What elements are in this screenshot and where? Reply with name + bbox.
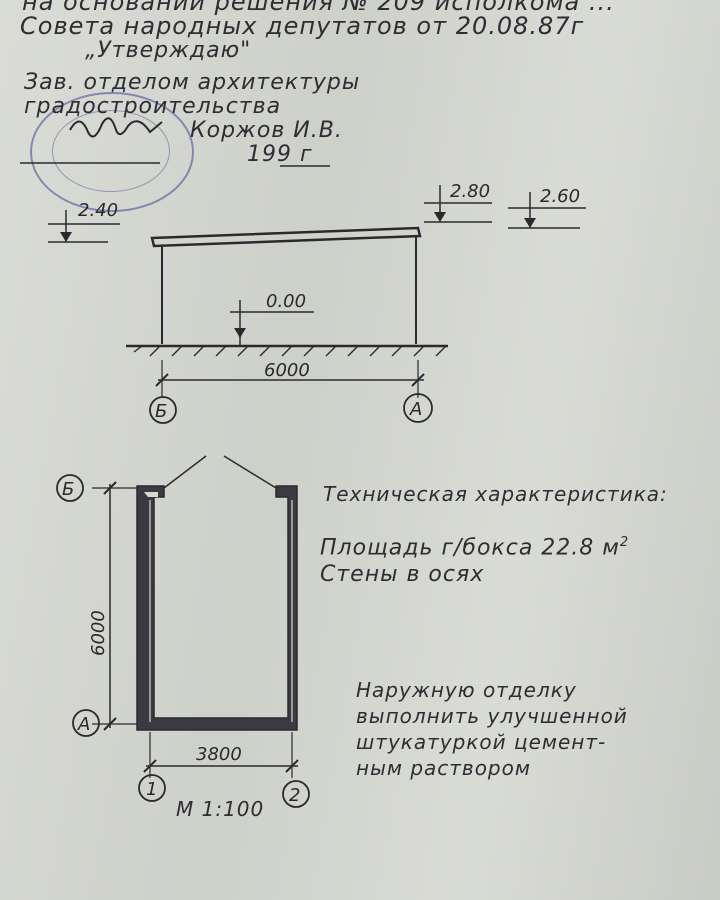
specs-title: Техническая характеристика: xyxy=(323,482,668,506)
stamp-inner-ring xyxy=(52,110,170,192)
approver-position-cont: градостроительства xyxy=(24,94,282,119)
plan-axis-a-bubble xyxy=(72,709,100,737)
plan-axis-1-bubble xyxy=(138,774,166,802)
section-axis-a-label: А xyxy=(409,399,422,420)
section-view: 2.40 2.80 2.60 0.00 6000 Б А xyxy=(48,181,586,424)
gate-leaf-right xyxy=(223,455,277,489)
section-axis-b-bubble xyxy=(149,396,177,424)
scale-label: М 1:100 xyxy=(176,797,265,821)
specs-walls: Стены в осях xyxy=(320,562,485,587)
plan-width-label: 3800 xyxy=(196,744,242,765)
approver-position: Зав. отделом архитектуры xyxy=(24,70,361,95)
plan-length-label: 6000 xyxy=(88,610,109,656)
specs-area: Площадь г/бокса 22.8 м2 xyxy=(320,535,629,560)
specs-area-unit-sup: 2 xyxy=(619,535,630,550)
finish-note-line1: Наружную отделку xyxy=(356,678,577,702)
level-left-label: 2.40 xyxy=(78,200,118,221)
specs-area-text: Площадь г/бокса 22.8 м xyxy=(320,535,620,561)
section-axis-b-label: Б xyxy=(155,401,167,422)
approver-name: Коржов И.В. xyxy=(190,118,343,143)
section-axis-a-bubble xyxy=(403,393,433,423)
finish-note-line3: штукатуркой цемент- xyxy=(356,730,607,754)
level-right1-label: 2.80 xyxy=(450,181,490,202)
level-zero-label: 0.00 xyxy=(266,291,306,312)
ground-hatch xyxy=(133,345,447,357)
signature xyxy=(69,117,163,138)
plan-walls xyxy=(136,485,298,731)
approval-label: „Утверждаю" xyxy=(85,38,252,63)
plan-axis-2-label: 2 xyxy=(289,785,300,806)
plan-axis-1-label: 1 xyxy=(146,779,157,800)
stamp-seal xyxy=(30,92,194,212)
gate-leaf-left xyxy=(163,455,207,489)
header-council-line: Совета народных депутатов от 20.08.87г xyxy=(20,12,585,40)
plan-axis-a-label: А xyxy=(77,714,90,735)
finish-note-line2: выполнить улучшенной xyxy=(356,704,628,728)
approval-year: 199 г xyxy=(247,142,313,167)
plan-axis-b-bubble xyxy=(56,474,84,502)
roof-slab xyxy=(150,226,422,248)
header-decision-line: на основании решения № 209 исполкома ... xyxy=(22,0,615,16)
level-right2-label: 2.60 xyxy=(540,186,580,207)
plan-view: 6000 Б А 3800 1 2 xyxy=(56,455,310,808)
plan-axis-2-bubble xyxy=(282,780,310,808)
section-span-label: 6000 xyxy=(264,360,310,381)
finish-note-line4: ным раствором xyxy=(356,756,531,780)
plan-axis-b-label: Б xyxy=(62,479,74,500)
